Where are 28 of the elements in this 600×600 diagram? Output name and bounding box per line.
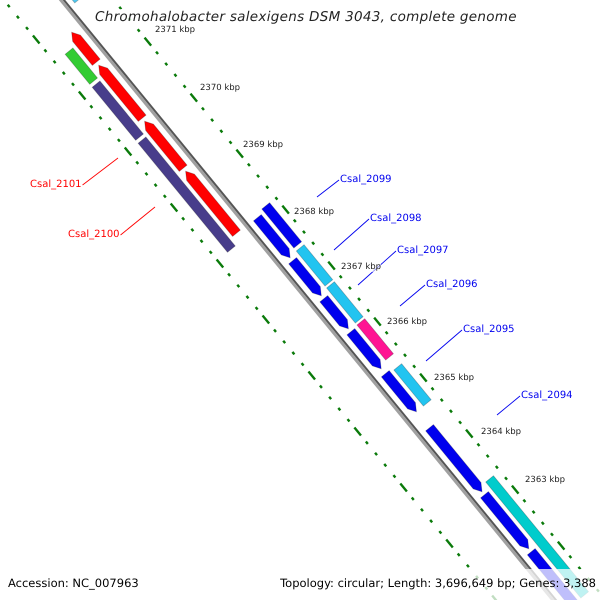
- gene-label: Csal_2097: [397, 245, 449, 257]
- gene-label: Csal_2094: [521, 390, 573, 402]
- gene-label: Csal_2101: [30, 179, 82, 191]
- leader-line: [400, 284, 426, 306]
- leader-line: [426, 330, 462, 362]
- gene-label: Csal_2095: [463, 324, 515, 336]
- genome-info-text: Accession: NC_007963: [8, 576, 139, 590]
- gene-label: Csal_2100: [68, 229, 120, 241]
- scale-label: 2370 kbp: [200, 83, 240, 93]
- leader-line: [496, 396, 520, 416]
- scale-label: 2363 kbp: [525, 475, 566, 485]
- scale-label: 2366 kbp: [387, 317, 428, 327]
- gene-label: Csal_2098: [370, 213, 422, 225]
- leader-line: [358, 250, 396, 286]
- title: Chromohalobacter salexigens DSM 3043, complete genome: [95, 9, 517, 25]
- scale-label: 2369 kbp: [243, 140, 284, 150]
- leader-line: [82, 158, 118, 186]
- leader-line: [120, 206, 156, 236]
- gene-label: Csal_2096: [426, 279, 478, 291]
- scale-label: 2364 kbp: [481, 427, 522, 437]
- leader-line: [316, 180, 340, 198]
- scale-label: 2371 kbp: [155, 25, 196, 35]
- genome-info-text: Topology: circular; Length: 3,696,649 bp; Genes: 3,388: [280, 576, 596, 590]
- leader-line: [334, 218, 370, 250]
- scale-label: 2368 kbp: [294, 207, 334, 217]
- scale-label: 2367 kbp: [341, 262, 382, 272]
- scale-label: 2365 kbp: [434, 373, 474, 383]
- gene-label: Csal_2099: [340, 174, 392, 186]
